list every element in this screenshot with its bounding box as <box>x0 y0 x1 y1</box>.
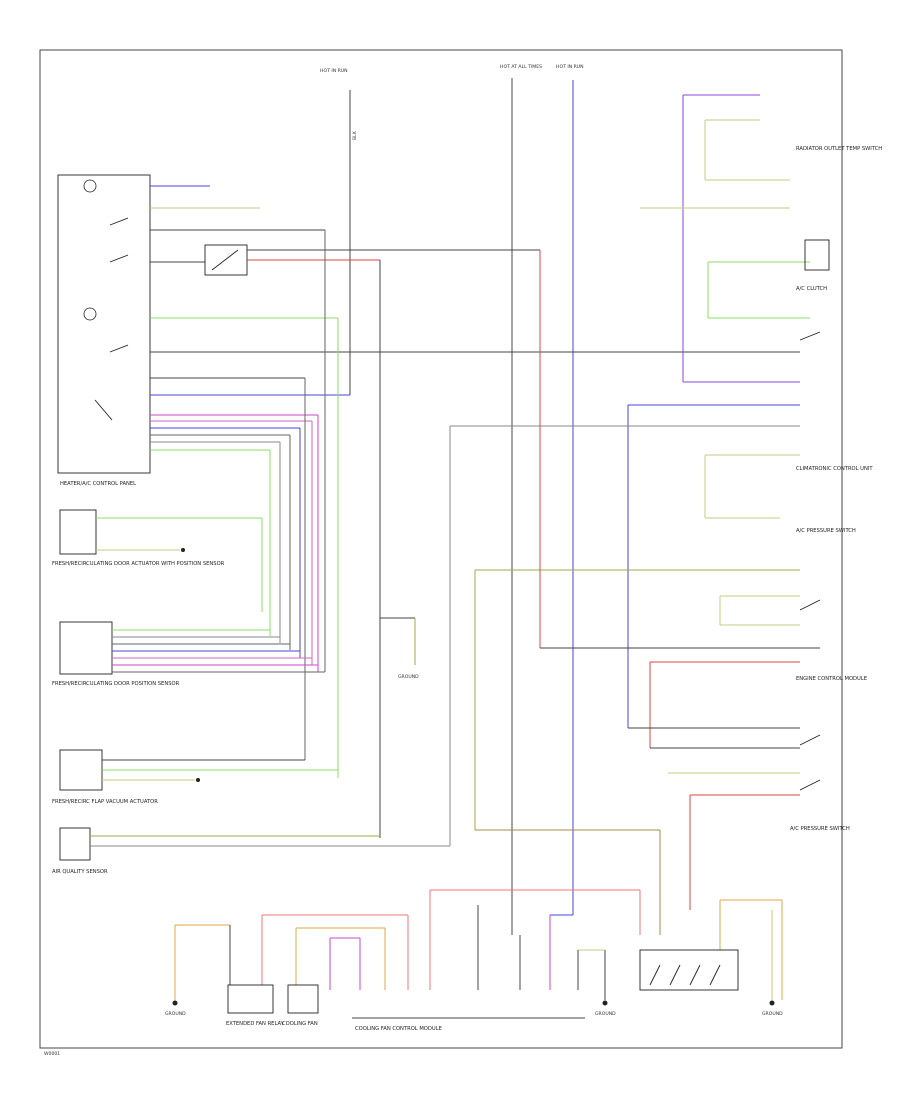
fresh-recirc-actuator-caption: FRESH/RECIRC FLAP VACUUM ACTUATOR <box>52 799 158 805</box>
fuse-feed-left-label: HOT IN RUN <box>320 68 348 74</box>
grounds-bottom: GROUND GROUND GROUND <box>165 1000 783 1017</box>
svg-text:HOT IN RUN: HOT IN RUN <box>556 64 584 70</box>
svg-text:GROUND: GROUND <box>398 674 419 680</box>
fresh-recirc-motor-left: FRESH/RECIRCULATING DOOR ACTUATOR WITH P… <box>52 509 263 612</box>
fuse-feed-mid-a: HOT AT ALL TIMES <box>500 64 542 935</box>
svg-text:RADIATOR OUTLET TEMP SWITCH: RADIATOR OUTLET TEMP SWITCH <box>796 146 882 152</box>
svg-text:A/C PRESSURE SWITCH: A/C PRESSURE SWITCH <box>790 826 850 832</box>
hvac-panel-caption: HEATER/A/C CONTROL PANEL <box>60 481 136 487</box>
svg-text:A/C PRESSURE SWITCH: A/C PRESSURE SWITCH <box>796 528 856 534</box>
right-switches <box>799 239 830 791</box>
svg-text:GROUND: GROUND <box>595 1011 616 1017</box>
fresh-recirc-sensor-caption: FRESH/RECIRCULATING DOOR POSITION SENSOR <box>52 681 180 687</box>
svg-text:CLIMATRONIC CONTROL UNIT: CLIMATRONIC CONTROL UNIT <box>796 466 873 472</box>
air-quality-sensor: AIR QUALITY SENSOR <box>52 827 450 875</box>
fuse-feed-mid-b: HOT IN RUN <box>556 64 584 915</box>
extended-fan-relay-upper <box>204 244 540 276</box>
svg-text:COOLING FAN CONTROL MODULE: COOLING FAN CONTROL MODULE <box>355 1026 442 1032</box>
svg-text:ENGINE CONTROL MODULE: ENGINE CONTROL MODULE <box>796 676 867 682</box>
cooling-fan-control-module: COOLING FAN CONTROL MODULE <box>352 1017 585 1032</box>
svg-text:BLK: BLK <box>352 130 358 140</box>
bottom-harness <box>174 889 783 1000</box>
fuse-feed-left: HOT IN RUN BLK <box>320 68 358 395</box>
right-column-wires <box>449 94 820 935</box>
bottom-right-relay-box <box>639 949 739 991</box>
ground-mid: GROUND <box>380 617 419 680</box>
fresh-recirc-sensor-right: FRESH/RECIRCULATING DOOR POSITION SENSOR <box>52 621 325 687</box>
fresh-recirc-motor-left-caption: FRESH/RECIRCULATING DOOR ACTUATOR WITH P… <box>52 561 225 567</box>
svg-text:GROUND: GROUND <box>762 1011 783 1017</box>
cooling-fan: COOLING FAN <box>282 984 319 1027</box>
svg-text:A/C CLUTCH: A/C CLUTCH <box>796 286 827 292</box>
fresh-recirc-actuator: FRESH/RECIRC FLAP VACUUM ACTUATOR <box>52 749 338 805</box>
air-quality-sensor-caption: AIR QUALITY SENSOR <box>52 869 108 875</box>
figure-label: W0001 <box>44 1051 60 1057</box>
svg-text:HOT AT ALL TIMES: HOT AT ALL TIMES <box>500 64 542 70</box>
diagram-frame <box>39 49 843 1049</box>
vertical-harness <box>269 230 381 838</box>
svg-text:COOLING FAN: COOLING FAN <box>282 1021 318 1027</box>
extended-fan-relay: EXTENDED FAN RELAY <box>226 984 285 1027</box>
hvac-control-panel: HEATER/A/C CONTROL PANEL <box>57 174 151 487</box>
hvac-panel-wires <box>150 185 800 451</box>
svg-text:GROUND: GROUND <box>165 1011 186 1017</box>
svg-text:EXTENDED FAN RELAY: EXTENDED FAN RELAY <box>226 1021 285 1027</box>
